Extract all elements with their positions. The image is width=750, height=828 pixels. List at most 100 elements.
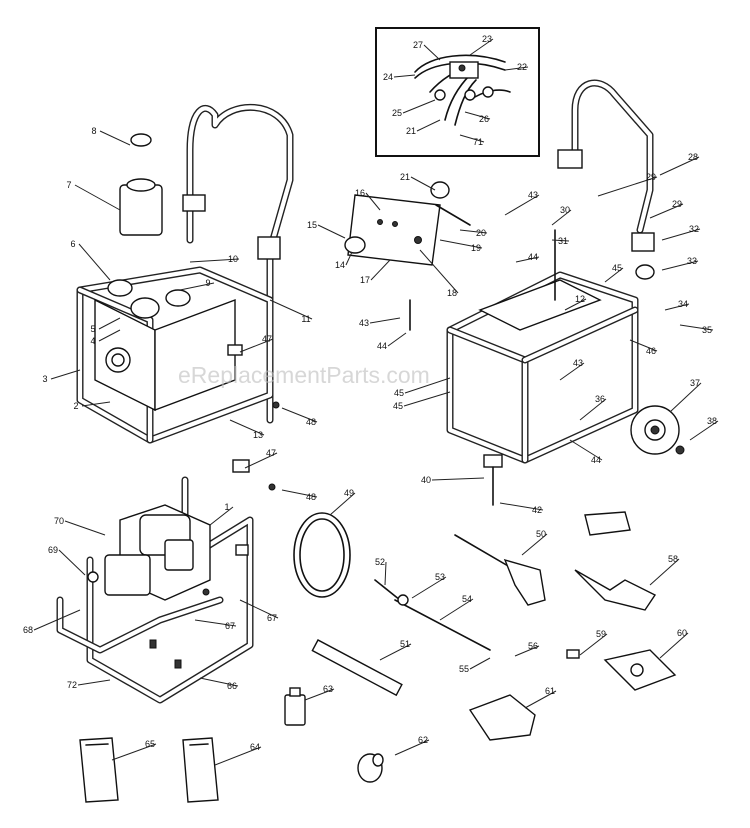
callout-leader [384,561,387,586]
callout-leader [99,130,131,146]
callout-leader [559,362,585,381]
callout-number-67: 67 [267,613,277,623]
callout-number-6: 6 [70,239,75,249]
control-panel [344,181,471,266]
callout-leader [659,156,700,176]
callout-leader [679,324,714,331]
callout-number-29: 29 [646,172,656,182]
callout-number-21: 21 [406,126,416,136]
callout-leader [604,267,624,283]
callout-number-11: 11 [301,314,310,324]
right-frame-assembly [409,79,685,506]
callout-number-44: 44 [591,455,601,465]
callout-leader [629,339,658,352]
callout-leader [281,489,318,498]
callout-leader [515,256,540,263]
callout-leader [244,452,278,469]
callout-number-8: 8 [91,126,96,136]
callout-number-18: 18 [447,288,457,298]
callout-leader [551,209,572,226]
callout-leader [50,369,81,380]
callout-number-61: 61 [545,686,555,696]
callout-number-9: 9 [205,278,210,288]
callout-number-67: 67 [225,621,235,631]
callout-number-40: 40 [421,475,431,485]
callout-leader [514,645,540,657]
callout-leader [659,632,689,659]
callout-leader [269,299,313,320]
callout-leader [564,298,587,311]
callout-leader [410,176,436,191]
callout-number-44: 44 [377,341,387,351]
callout-number-48: 48 [306,417,316,427]
callout-leader [77,679,111,686]
callout-leader [394,739,430,756]
callout-number-63: 63 [323,684,333,694]
callout-number-47: 47 [262,334,272,344]
callout-leader [664,303,690,311]
callout-number-64: 64 [250,742,260,752]
callout-leader [402,99,436,114]
callout-leader [369,317,401,324]
callout-leader [58,549,86,576]
callout-leader [661,228,701,241]
callout-number-17: 17 [360,275,370,285]
callout-leader [569,439,603,461]
callout-number-15: 15 [307,220,317,230]
callout-leader [439,598,474,621]
callout-number-72: 72 [67,680,77,690]
callout-number-59: 59 [596,629,606,639]
callout-leader [431,477,485,481]
callout-number-16: 16 [355,188,365,198]
callout-number-47: 47 [266,448,276,458]
callout-number-43: 43 [573,358,583,368]
callout-number-65: 65 [145,739,155,749]
callout-leader [393,74,416,78]
callout-number-3: 3 [42,374,47,384]
callout-number-19: 19 [471,243,481,253]
callout-number-46: 46 [646,346,656,356]
callout-number-68: 68 [23,625,33,635]
callout-leader [459,229,488,234]
callout-number-53: 53 [435,572,445,582]
callout-number-49: 49 [344,488,354,498]
callout-leader [661,260,699,271]
callout-number-35: 35 [702,325,712,335]
callout-number-28: 28 [688,152,698,162]
left-frame-assembly [76,103,294,491]
callout-leader [464,111,491,120]
callout-number-56: 56 [528,641,538,651]
callout-number-21: 21 [400,172,410,182]
callout-leader [387,332,407,347]
callout-number-33: 33 [687,256,697,266]
callout-leader [199,677,239,687]
callout-leader [499,502,544,511]
callout-leader [345,251,353,266]
callout-leader [304,688,335,701]
callout-leader [81,401,111,407]
callout-number-10: 10 [228,254,238,264]
callout-number-45: 45 [394,388,404,398]
callout-leader [64,520,106,536]
callout-number-42: 42 [532,505,542,515]
callout-leader [419,249,459,294]
callout-leader [504,194,540,216]
callout-number-45: 45 [612,263,622,273]
callout-leader [579,633,608,656]
callout-labels: 1234567891011121314151617181920212122232… [23,34,717,752]
callout-number-70: 70 [54,516,64,526]
callout-number-26: 26 [479,114,489,124]
callout-leader [111,743,157,761]
callout-leader [404,377,451,394]
callout-number-37: 37 [690,378,700,388]
callout-leader [411,576,447,599]
callout-number-14: 14 [335,260,345,270]
callout-leader [597,176,658,197]
callout-leader [189,258,240,263]
callout-number-50: 50 [536,529,546,539]
callout-leader [239,599,279,619]
callout-leader [179,282,215,291]
callout-number-43: 43 [359,318,369,328]
